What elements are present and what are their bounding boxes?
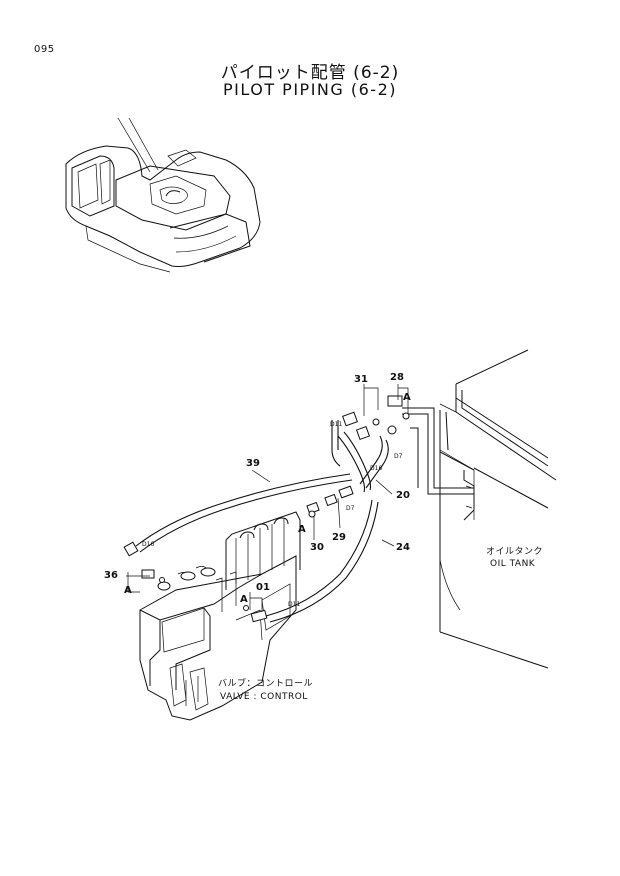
callout-29: 29 [332,532,346,543]
fitting-28 [387,395,410,435]
hose-24 [265,499,379,623]
oil-tank-label: OIL TANK [490,559,536,569]
page-title-japanese: パイロット配管 (6-2) [220,63,400,83]
hose-39 [135,473,353,553]
fitting-29 [324,485,354,507]
page-title: PILOT PIPING (6-2) [223,80,397,99]
tank-pipe [402,407,474,495]
size-mark-d11-bottom: D11 [288,601,300,608]
hose-20 [331,420,389,493]
callout-36: 36 [104,570,118,581]
size-mark-d16-center: D16 [370,465,382,472]
callout-a-top: A [403,392,411,403]
callout-30: 30 [310,542,324,553]
callout-31: 31 [354,374,368,385]
leader-lines [126,384,409,612]
oil-tank [439,349,557,669]
fitting-36 [141,569,165,583]
size-mark-d11-top: D11 [330,421,342,428]
control-valve [139,511,301,721]
fitting-30 [306,501,320,518]
callout-a-36: A [124,585,132,596]
page-number: 095 [34,44,55,55]
fitting-d16-left [123,541,139,557]
oil-tank-label-ja: オイルタンク [486,546,543,557]
fitting-d11-top [342,411,380,441]
callout-a-01: A [240,594,248,605]
callout-a-30: A [298,524,306,535]
size-mark-d7-right: D7 [394,453,403,460]
size-mark-d16-left: D16 [142,541,154,548]
excavator-thumbnail [65,117,261,273]
callout-01: 01 [256,582,270,593]
valve-label-ja: バルブ：コントロール [218,677,313,689]
callout-28: 28 [390,372,404,383]
size-mark-d7-center: D7 [346,505,355,512]
valve-label: VALVE : CONTROL [220,692,308,702]
callout-20: 20 [396,490,410,501]
callout-39: 39 [246,458,260,469]
callout-24: 24 [396,542,410,553]
fitting-01 [243,605,268,623]
